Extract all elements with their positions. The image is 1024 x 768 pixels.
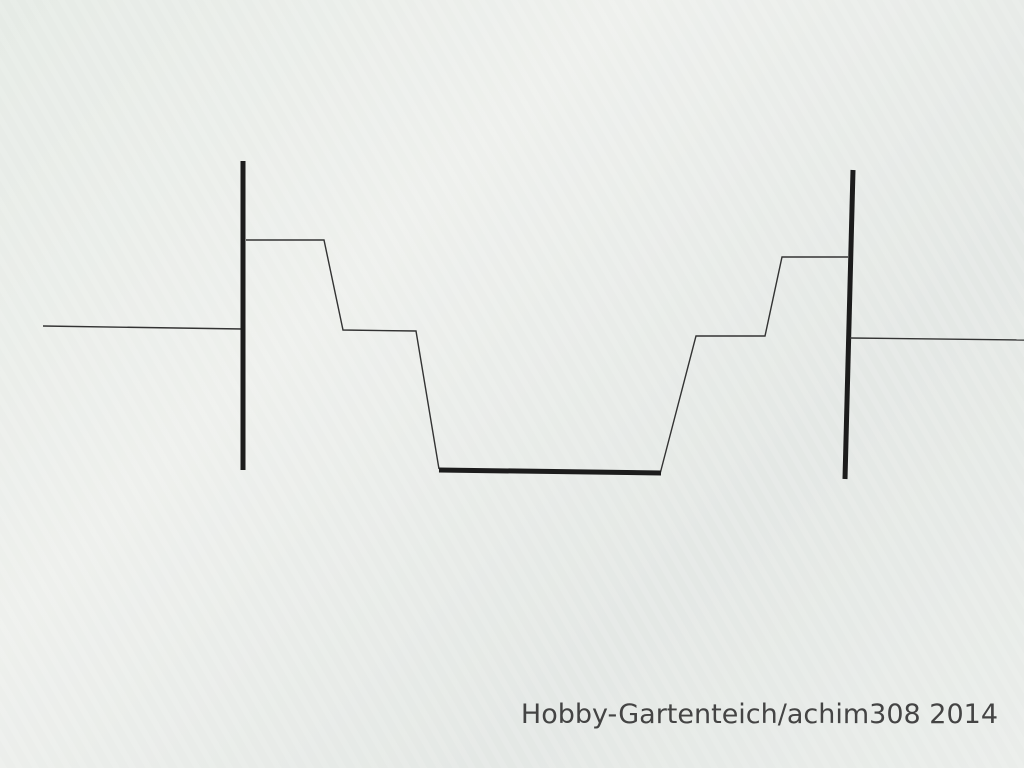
watermark-credit: Hobby-Gartenteich/achim308 2014 xyxy=(520,699,998,730)
ground-line-left xyxy=(42,325,244,330)
pond-profile-line xyxy=(246,239,440,470)
right-wall xyxy=(842,169,856,480)
pond-bottom xyxy=(438,467,662,476)
pond-profile-line-right xyxy=(659,256,848,475)
ground-line-right xyxy=(849,337,1024,341)
